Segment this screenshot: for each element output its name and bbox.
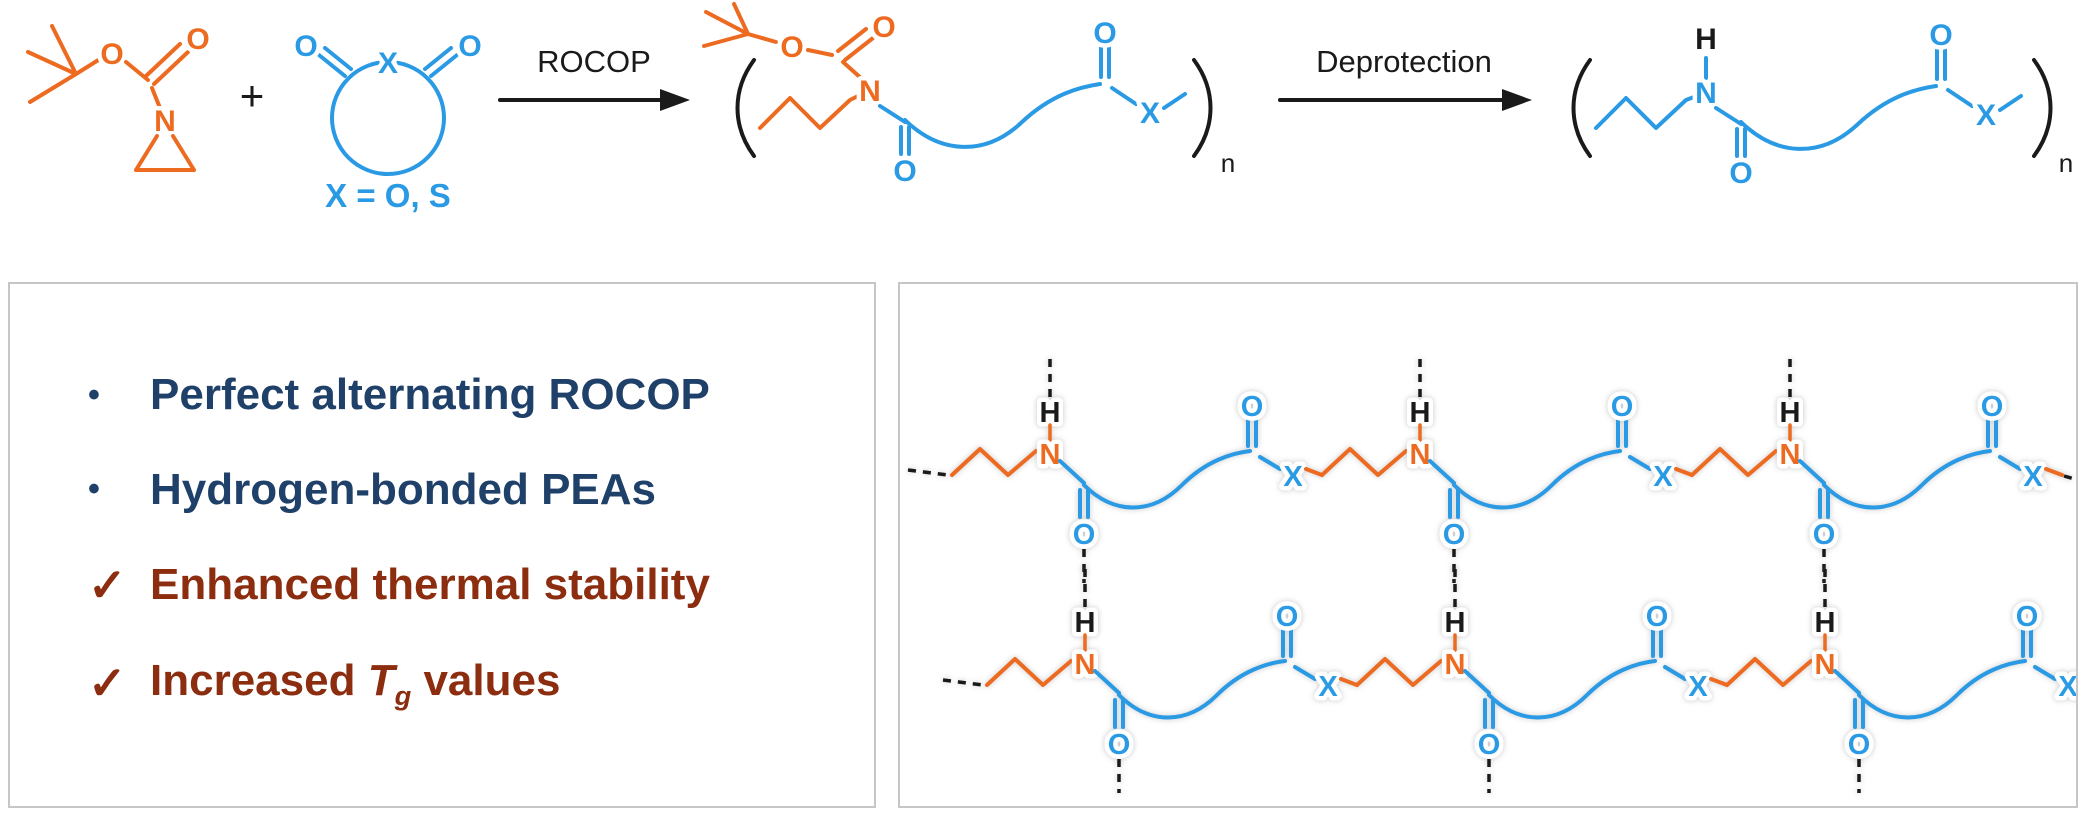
reaction-scheme: O O N + O O X X = O, S ROCOP — [26, 2, 2073, 215]
close-paren — [2032, 58, 2053, 158]
arrow1-label: ROCOP — [537, 44, 651, 79]
arrow2-label: Deprotection — [1316, 44, 1492, 79]
atom-label-o: O — [100, 38, 123, 71]
atom-label-n: N — [859, 75, 881, 108]
cyclic-anhydride-structure: O O X X = O, S — [290, 26, 486, 215]
anhydride-note: X = O, S — [325, 177, 451, 214]
atom-label-o: O — [458, 30, 481, 63]
tg-subscript: g — [394, 679, 412, 711]
list-item: ✓ Increased Tg values — [88, 656, 874, 711]
chain-continuation-dash — [2063, 474, 2079, 482]
repeat-subscript: n — [1221, 148, 1235, 178]
open-paren — [1571, 58, 1592, 158]
atom-label-x: X — [1976, 99, 1996, 132]
atom-label-h: H — [1695, 23, 1717, 56]
open-paren — [735, 58, 756, 158]
bullet-icon: • — [88, 375, 100, 414]
atom-label-x: X — [1140, 97, 1160, 130]
atom-label-o: O — [1929, 19, 1952, 52]
atom-label-n: N — [154, 105, 176, 138]
highlights-list: • Perfect alternating ROCOP • Hydrogen-b… — [10, 284, 874, 711]
boc-aziridine-structure: O O N — [26, 19, 214, 172]
atom-label-x: X — [378, 47, 398, 80]
hbond-network: H N O O X — [907, 284, 2079, 806]
boc-polymer-structure: O O N O O X n — [702, 2, 1235, 193]
polymer-chain-top — [907, 357, 2079, 583]
repeat-subscript: n — [2059, 148, 2073, 178]
atom-label-o: O — [872, 11, 895, 44]
atom-label-o: O — [780, 31, 803, 64]
chain-continuation-dash — [907, 468, 949, 477]
hbond-panel: H N O O X — [898, 282, 2078, 808]
chain-continuation-dash — [942, 678, 984, 687]
bullet-text: Perfect alternating ROCOP — [150, 370, 710, 419]
plus-sign: + — [240, 72, 265, 119]
bullet-icon: • — [88, 470, 100, 509]
check-icon: ✓ — [88, 559, 127, 612]
list-item: • Hydrogen-bonded PEAs — [88, 465, 874, 516]
list-item: • Perfect alternating ROCOP — [88, 370, 874, 421]
bullet-text: Increased Tg values — [150, 656, 561, 711]
bullet-text: Enhanced thermal stability — [150, 560, 710, 610]
atom-label-o: O — [294, 30, 317, 63]
highlights-panel: • Perfect alternating ROCOP • Hydrogen-b… — [8, 282, 876, 808]
atom-label-o: O — [1729, 157, 1752, 190]
deprotection-arrow-icon: Deprotection — [1278, 44, 1532, 111]
rocop-arrow-icon: ROCOP — [498, 44, 690, 111]
list-item: ✓ Enhanced thermal stability — [88, 559, 874, 612]
close-paren — [1192, 58, 1213, 158]
polyamide-structure: H N O O X n — [1571, 15, 2073, 195]
atom-label-o: O — [186, 23, 209, 56]
polymer-chain-bottom — [942, 567, 2076, 793]
atom-label-o: O — [1093, 17, 1116, 50]
atom-label-o: O — [893, 155, 916, 188]
check-icon: ✓ — [88, 657, 127, 710]
atom-label-n: N — [1695, 77, 1717, 110]
bullet-text: Hydrogen-bonded PEAs — [150, 464, 657, 514]
tg-symbol: T — [367, 656, 395, 706]
